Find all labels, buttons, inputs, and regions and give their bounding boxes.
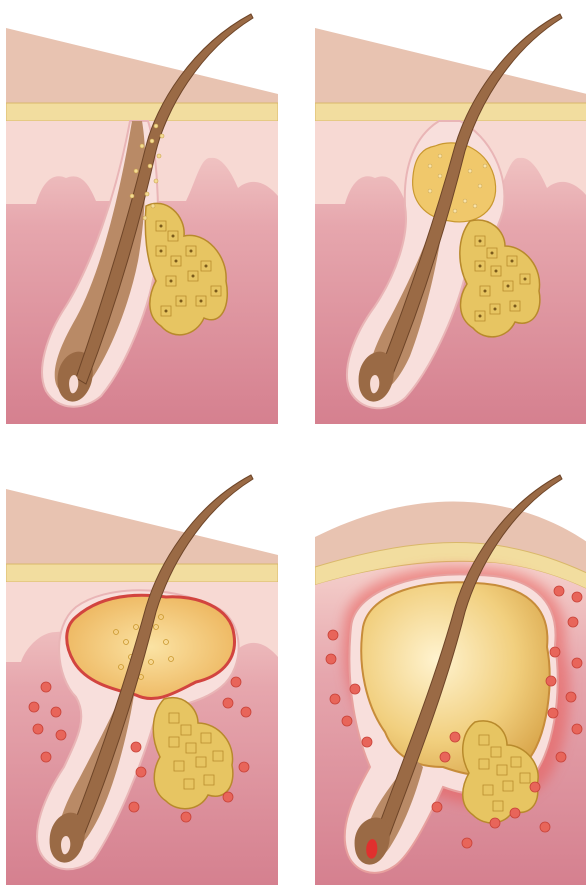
panel-clogged [315,6,586,424]
skin-band [6,564,278,582]
panel-inflamed [6,467,278,885]
clogged-follicle-illustration [315,6,586,424]
panel-nodular [315,467,586,885]
normal-follicle-illustration [6,6,278,424]
panel-normal [6,6,278,424]
skin-band [6,103,278,121]
nodular-lesion-illustration [315,467,586,885]
inflamed-follicle-illustration [6,467,278,885]
skin-band [315,103,586,121]
